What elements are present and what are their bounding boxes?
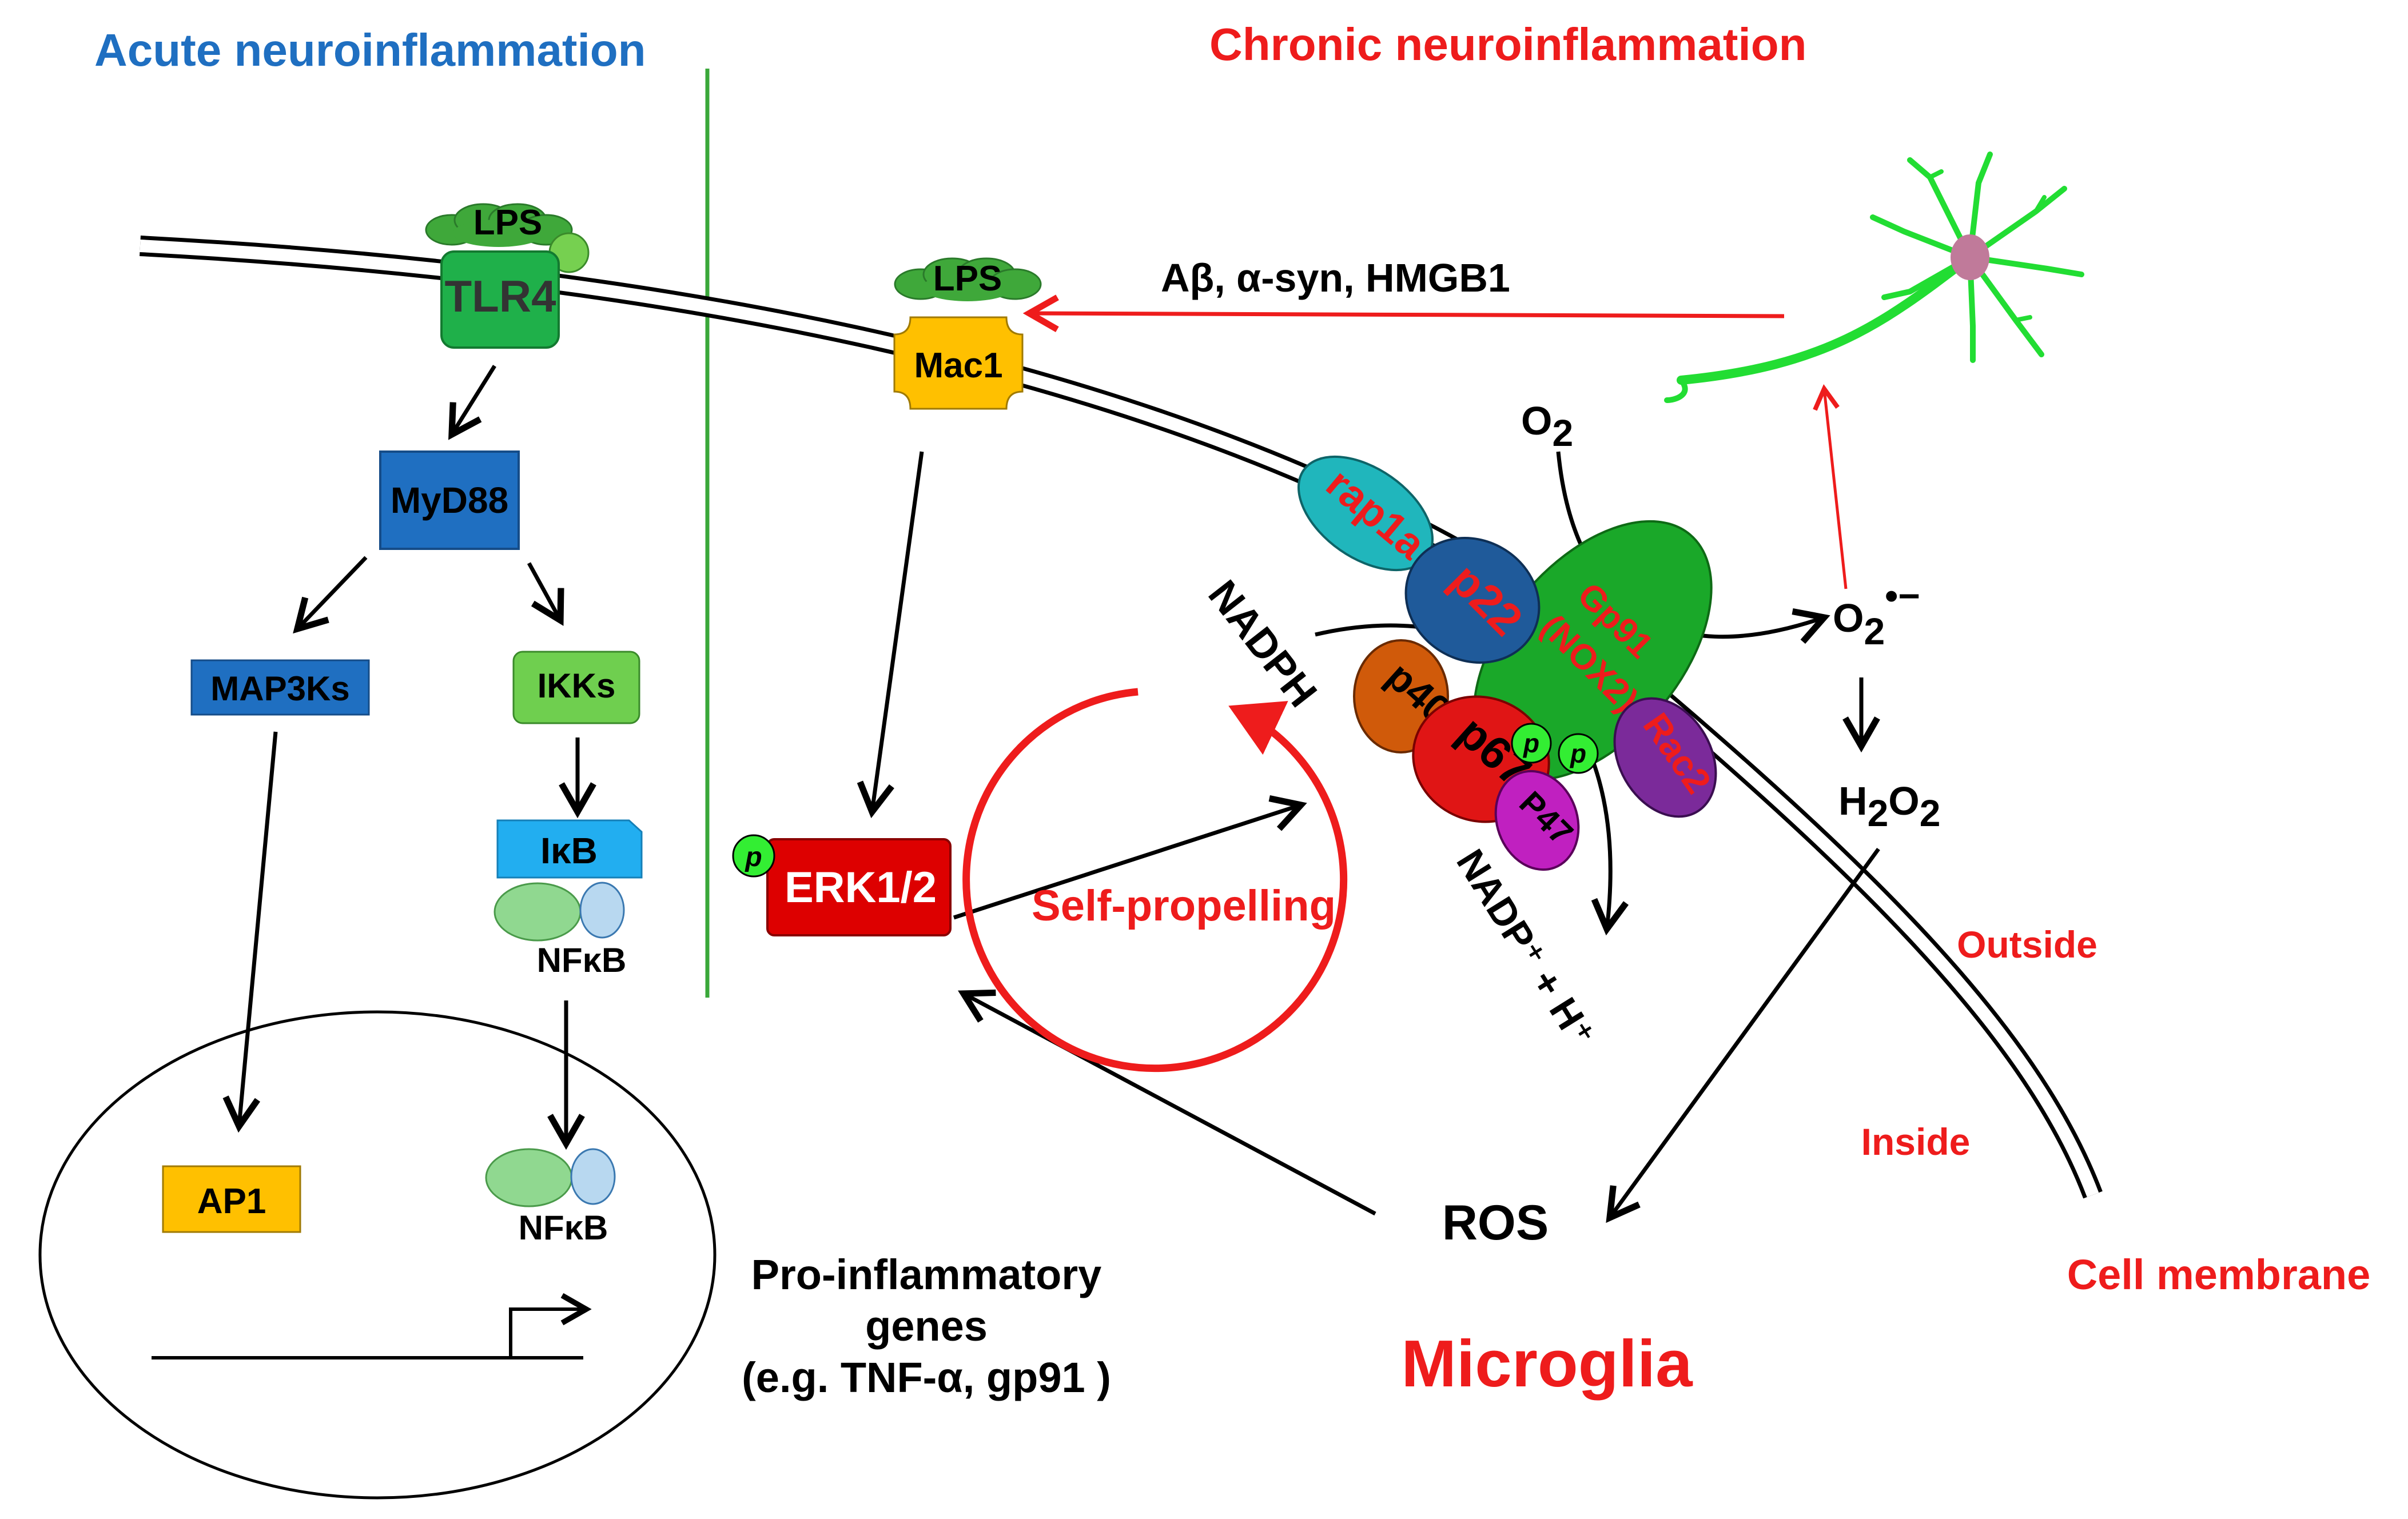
ros-label: ROS <box>1442 1195 1549 1250</box>
p47-phospho-a <box>1511 723 1552 764</box>
arrow-map3ks-ap1 <box>222 731 278 1133</box>
self-propelling-cycle <box>962 688 1348 1073</box>
lps-right: LPS <box>894 257 1042 301</box>
superoxide-label: O2•− <box>1833 575 1920 652</box>
genes-line3: (e.g. TNF-α, gp91 ) <box>742 1354 1111 1401</box>
ikks-box <box>512 651 640 724</box>
tlr4-label: TLR4 <box>445 271 556 321</box>
ikks-label: IKKs <box>538 667 616 705</box>
p22-subunit <box>1404 537 1541 664</box>
promoter-arrow <box>509 1293 592 1358</box>
erk-phospho <box>732 834 775 878</box>
nucleus <box>38 1010 717 1500</box>
p47-phospho-b <box>1558 733 1599 774</box>
o2-label: O2 <box>1521 398 1573 454</box>
ikb-shape <box>496 819 643 879</box>
microglia-label: Microglia <box>1401 1326 1693 1401</box>
ap1-box <box>162 1165 301 1233</box>
erk-box <box>766 838 952 936</box>
mac1-box <box>893 316 1024 410</box>
arrow-ros-erk <box>958 989 1376 1216</box>
nfkb-nuc-label: NFκB <box>519 1209 608 1247</box>
genes-line1: Pro-inflammatory <box>751 1251 1102 1298</box>
p47-phospho-b-label: p <box>1569 739 1586 768</box>
ligands-label: Aβ, α-syn, HMGB1 <box>1161 256 1510 300</box>
erk-label: ERK1/2 <box>785 863 937 912</box>
cell-membrane <box>140 236 2103 1199</box>
outside-label: Outside <box>1957 923 2097 966</box>
genes-line2: genes <box>865 1302 988 1350</box>
arrow-erk-nadph <box>953 795 1307 920</box>
arrow-neuron-mac1 <box>1022 294 1785 333</box>
nox2-complex: rap1a Gp91 (NOX2) p22 p40 p67 Rac2 P47 p… <box>1297 455 1719 871</box>
neuron-body <box>1951 234 1989 280</box>
p47-subunit <box>1494 770 1580 871</box>
nadph-label: NADPH <box>1199 572 1326 716</box>
arrow-myd88-ikks <box>527 562 564 626</box>
myd88-box <box>379 450 520 550</box>
map3ks-label: MAP3Ks <box>210 669 349 708</box>
map3ks-box <box>190 659 370 716</box>
arrow-superoxide-neuron <box>1813 384 1848 589</box>
nfkb-cyto-complex <box>493 882 625 942</box>
myd88-label: MyD88 <box>391 480 508 521</box>
rac2-subunit <box>1613 697 1717 818</box>
arrow-myd88-map3ks <box>293 556 368 634</box>
acute-heading: Acute neuroinflammation <box>94 25 646 75</box>
ikb-label: IκB <box>540 830 598 871</box>
tlr4-box <box>440 250 560 349</box>
erk-phospho-label: p <box>744 842 762 872</box>
chronic-heading: Chronic neuroinflammation <box>1209 19 1807 70</box>
arrow-tlr4-myd88 <box>448 365 496 440</box>
arrow-h2o2-ros <box>1606 847 1880 1223</box>
arrow-mac1-erk <box>857 451 924 819</box>
nfkb-cyto-label: NFκB <box>537 941 627 979</box>
h2o2-label: H2O2 <box>1838 779 1940 834</box>
cell-membrane-label: Cell membrane <box>2067 1251 2371 1298</box>
neuron-illustration <box>1664 151 2084 403</box>
mac1-label: Mac1 <box>914 346 1002 385</box>
ap1-label: AP1 <box>197 1182 266 1221</box>
self-propelling-label: Self-propelling <box>1032 882 1336 930</box>
lps-left: LPS <box>425 203 573 247</box>
lps-left-label: LPS <box>473 203 543 242</box>
nadp-label: NADP⁺ + H⁺ <box>1448 842 1603 1055</box>
nfkb-nuclear-complex <box>485 1148 616 1207</box>
lps-right-label: LPS <box>933 259 1002 298</box>
p47-phospho-a-label: p <box>1522 728 1539 758</box>
inside-label: Inside <box>1861 1121 1971 1163</box>
